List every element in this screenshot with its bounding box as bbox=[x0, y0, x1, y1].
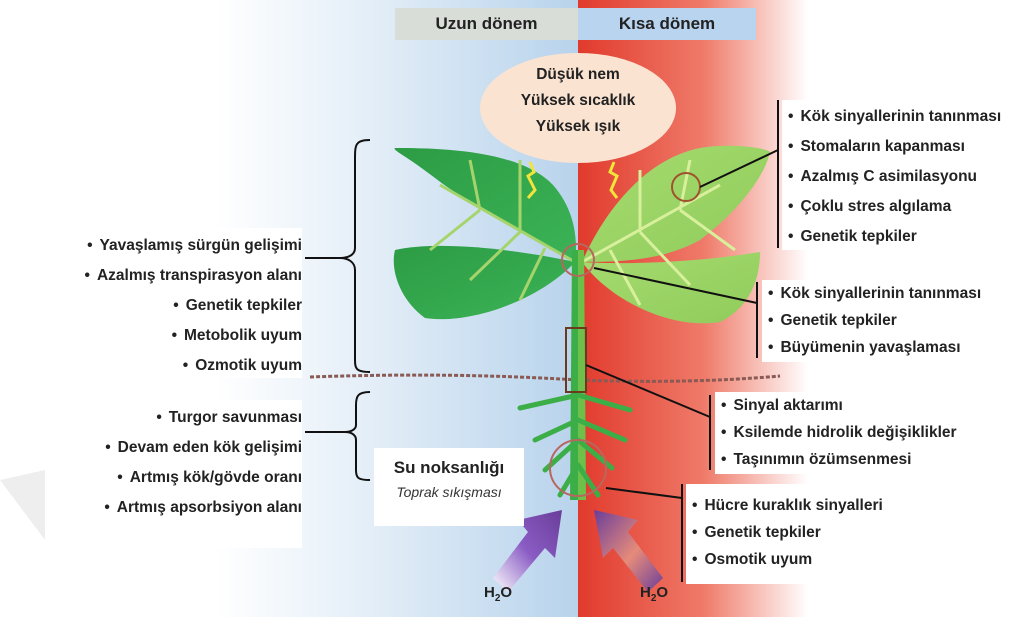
header-long-term: Uzun dönem bbox=[395, 8, 578, 40]
right-root-effect: Hücre kuraklık sinyalleri bbox=[692, 492, 906, 519]
right-stem-mid-effect: Ksilemde hidrolik değişiklikler bbox=[721, 419, 985, 446]
water-label-right: H2O bbox=[640, 584, 668, 604]
water-label-h: H bbox=[640, 584, 651, 601]
left-shoot-effect: Genetik tepkiler bbox=[40, 291, 302, 321]
water-label-h: H bbox=[484, 584, 495, 601]
left-root-effects-box: Turgor savunması Devam eden kök gelişimi… bbox=[50, 400, 302, 548]
water-label-left: H2O bbox=[484, 584, 512, 604]
right-stem-mid-effect: Sinyal aktarımı bbox=[721, 392, 985, 419]
right-stem-top-effects-box: Kök sinyallerinin tanınması Genetik tepk… bbox=[762, 280, 1006, 362]
left-root-effect: Artmış apsorbsiyon alanı bbox=[50, 493, 302, 523]
water-label-o: O bbox=[656, 584, 668, 601]
right-leaf-effect: Azalmış C asimilasyonu bbox=[788, 162, 1010, 192]
right-stem-mid-effects-box: Sinyal aktarımı Ksilemde hidrolik değişi… bbox=[715, 392, 985, 474]
condition-item: Yüksek ışık bbox=[480, 114, 676, 140]
left-root-effect: Artmış kök/gövde oranı bbox=[50, 463, 302, 493]
soil-box: Su noksanlığı Toprak sıkışması bbox=[374, 448, 524, 526]
gray-tab-shape bbox=[0, 470, 45, 540]
right-stem-top-effect: Büyümenin yavaşlaması bbox=[768, 334, 1006, 361]
left-root-effect: Turgor savunması bbox=[50, 403, 302, 433]
right-stem-top-effect: Kök sinyallerinin tanınması bbox=[768, 280, 1006, 307]
right-leaf-effect: Stomaların kapanması bbox=[788, 132, 1010, 162]
condition-item: Düşük nem bbox=[480, 62, 676, 88]
left-shoot-effect: Yavaşlamış sürgün gelişimi bbox=[40, 231, 302, 261]
right-root-effect: Osmotik uyum bbox=[692, 546, 906, 573]
right-leaf-effects-box: Kök sinyallerinin tanınması Stomaların k… bbox=[782, 100, 1010, 250]
right-root-effects-box: Hücre kuraklık sinyalleri Genetik tepkil… bbox=[686, 484, 906, 584]
left-shoot-effects-box: Yavaşlamış sürgün gelişimi Azalmış trans… bbox=[40, 228, 302, 378]
right-leaf-effect: Çoklu stres algılama bbox=[788, 192, 1010, 222]
right-root-effect: Genetik tepkiler bbox=[692, 519, 906, 546]
left-shoot-effect: Ozmotik uyum bbox=[40, 351, 302, 381]
header-short-term: Kısa dönem bbox=[578, 8, 756, 40]
right-leaf-effect: Genetik tepkiler bbox=[788, 222, 1010, 252]
conditions-text: Düşük nem Yüksek sıcaklık Yüksek ışık bbox=[480, 62, 676, 140]
water-label-o: O bbox=[500, 584, 512, 601]
left-shoot-effect: Metobolik uyum bbox=[40, 321, 302, 351]
soil-title: Su noksanlığı bbox=[374, 458, 524, 478]
condition-item: Yüksek sıcaklık bbox=[480, 88, 676, 114]
right-stem-top-effect: Genetik tepkiler bbox=[768, 307, 1006, 334]
right-leaf-effect: Kök sinyallerinin tanınması bbox=[788, 102, 1010, 132]
left-shoot-effect: Azalmış transpirasyon alanı bbox=[40, 261, 302, 291]
soil-subtitle: Toprak sıkışması bbox=[374, 484, 524, 500]
left-root-effect: Devam eden kök gelişimi bbox=[50, 433, 302, 463]
right-stem-mid-effect: Taşınımın özümsenmesi bbox=[721, 446, 985, 473]
